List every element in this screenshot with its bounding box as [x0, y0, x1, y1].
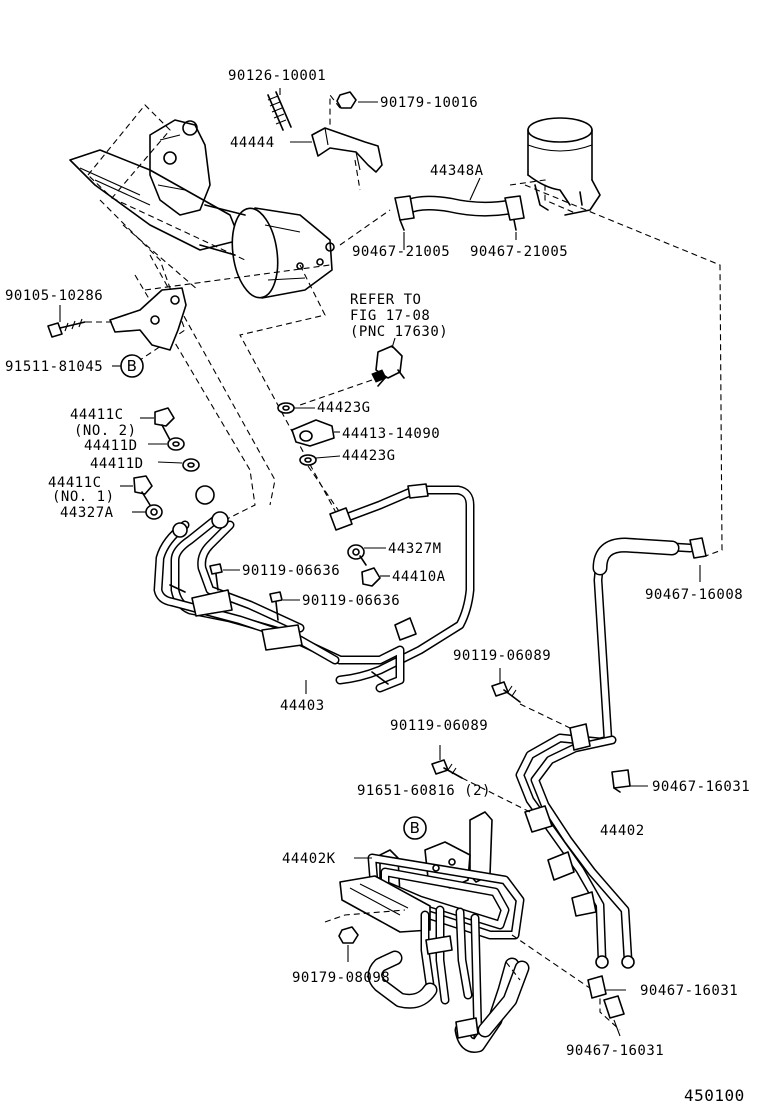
- oil-cooler-44402K: [339, 811, 530, 1053]
- label-90126-10001: 90126-10001: [228, 68, 326, 84]
- label-44348A: 44348A: [430, 163, 484, 179]
- label-44423G-upper: 44423G: [317, 400, 371, 416]
- label-90119-06636-upper: 90119-06636: [242, 563, 340, 579]
- label-90119-06636-lower: 90119-06636: [302, 593, 400, 609]
- label-90467-16031-lower: 90467-16031: [566, 1043, 664, 1059]
- label-90179-08098: 90179-08098: [292, 970, 390, 986]
- pressure-line: [329, 483, 475, 685]
- label-44402K: 44402K: [282, 851, 336, 867]
- label-90467-16031-upper: 90467-16031: [652, 779, 750, 795]
- label-no1: (NO. 1): [52, 489, 115, 505]
- label-90119-06089-upper: 90119-06089: [453, 648, 551, 664]
- label-44411C-no2: 44411C: [70, 407, 124, 423]
- label-44327M: 44327M: [388, 541, 442, 557]
- label-44423G-lower: 44423G: [342, 448, 396, 464]
- label-90467-16031-middle: 90467-16031: [640, 983, 738, 999]
- gasket-44411D-lower: [182, 458, 200, 472]
- label-44403: 44403: [280, 698, 325, 714]
- label-refer-line1: REFER TO: [350, 292, 421, 308]
- badge-b-bottom-letter: B: [410, 819, 421, 837]
- gasket-44423G-upper: [277, 402, 295, 414]
- mounting-bracket: [109, 287, 187, 351]
- hose-clamp-90467-21005-right: [504, 195, 525, 231]
- bolt-90119-06636-upper: [209, 563, 223, 591]
- gasket-44411D-upper: [167, 437, 185, 451]
- label-91651-60816: 91651-60816 (2): [357, 783, 491, 799]
- label-44411D-lower: 44411D: [90, 456, 144, 472]
- nut-90179-10016: [336, 91, 357, 109]
- gasket-44423G-lower: [299, 454, 317, 466]
- label-90119-06089-lower: 90119-06089: [390, 718, 488, 734]
- label-44402: 44402: [600, 823, 645, 839]
- badge-b-top: B: [120, 354, 144, 378]
- badge-b-bottom: B: [403, 816, 427, 840]
- label-refer-line3: (PNC 17630): [350, 324, 448, 340]
- tube-assembly-44403: [153, 485, 405, 693]
- label-90105-10286: 90105-10286: [5, 288, 103, 304]
- hose-44348A: [397, 195, 518, 217]
- stud-bolt-90126: [267, 91, 292, 131]
- label-90467-21005-right: 90467-21005: [470, 244, 568, 260]
- union-bolt-44410A: [359, 555, 381, 587]
- figure-number: 450100: [684, 1086, 745, 1105]
- bolt-90105-10286: [47, 318, 86, 338]
- union-bolt-44411C-no2: [154, 407, 175, 441]
- label-no2: (NO. 2): [74, 423, 137, 439]
- label-91511-81045: 91511-81045: [5, 359, 103, 375]
- union-bolt-44411C-no1: [133, 475, 153, 506]
- bolt-90119-06636-lower: [269, 591, 283, 621]
- hose-clamp-90467-21005-left: [394, 195, 415, 231]
- label-44444: 44444: [230, 135, 275, 151]
- fluid-reservoir: [527, 117, 601, 216]
- hose-clamp-90467-16008: [689, 537, 707, 559]
- hose-clamp-90467-16031-middle: [587, 975, 607, 999]
- nut-90179-08098: [338, 926, 359, 944]
- bolt-90119-06089-upper: [491, 681, 521, 703]
- hose-clamp-90467-16031-lower: [603, 995, 625, 1019]
- label-44411D-upper: 44411D: [84, 438, 138, 454]
- bolt-90119-06089-lower: [431, 759, 463, 779]
- return-tube-44402: [515, 537, 695, 969]
- label-44410A: 44410A: [392, 569, 446, 585]
- label-44413-14090: 44413-14090: [342, 426, 440, 442]
- label-44411C-no1: 44411C: [48, 475, 102, 491]
- label-90467-21005-left: 90467-21005: [352, 244, 450, 260]
- label-90179-10016: 90179-10016: [380, 95, 478, 111]
- badge-b-top-letter: B: [127, 357, 138, 375]
- pressure-switch: [371, 345, 405, 387]
- steering-gear-housing: [69, 119, 335, 299]
- label-44327A: 44327A: [60, 505, 114, 521]
- hose-clamp-90467-16031-upper: [611, 769, 631, 793]
- label-refer-line2: FIG 17-08: [350, 308, 430, 324]
- seal-44327M: [347, 544, 365, 560]
- seal-44327A: [145, 504, 163, 520]
- label-90467-16008: 90467-16008: [645, 587, 743, 603]
- clamp-44444: [311, 127, 383, 173]
- union-44413-14090: [291, 419, 335, 447]
